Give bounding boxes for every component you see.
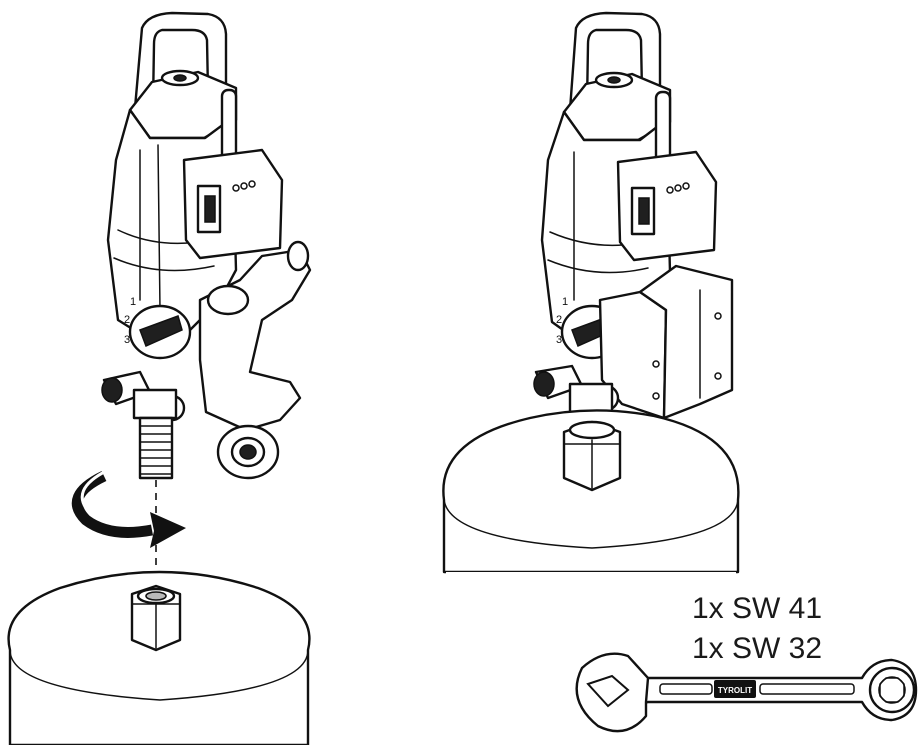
right-drill-unit: 1 2 3 <box>533 11 734 430</box>
left-core-bit <box>7 570 311 745</box>
wrench-size-line-1: 1x SW 41 <box>692 592 823 625</box>
right-core-bit <box>442 409 740 580</box>
wrench-brand-label: TYROLIT <box>718 686 752 695</box>
svg-text:3: 3 <box>124 334 130 346</box>
wrench-size-line-2: 1x SW 32 <box>692 632 823 665</box>
svg-text:2: 2 <box>556 314 562 326</box>
left-drill-unit: 1 2 3 <box>101 11 312 480</box>
svg-text:3: 3 <box>556 334 562 346</box>
svg-text:2: 2 <box>124 314 130 326</box>
svg-text:1: 1 <box>130 296 136 308</box>
svg-text:1: 1 <box>562 296 568 308</box>
clockwise-rotate-arrow-icon <box>71 468 186 548</box>
open-ring-wrench-icon: TYROLIT <box>575 652 918 733</box>
